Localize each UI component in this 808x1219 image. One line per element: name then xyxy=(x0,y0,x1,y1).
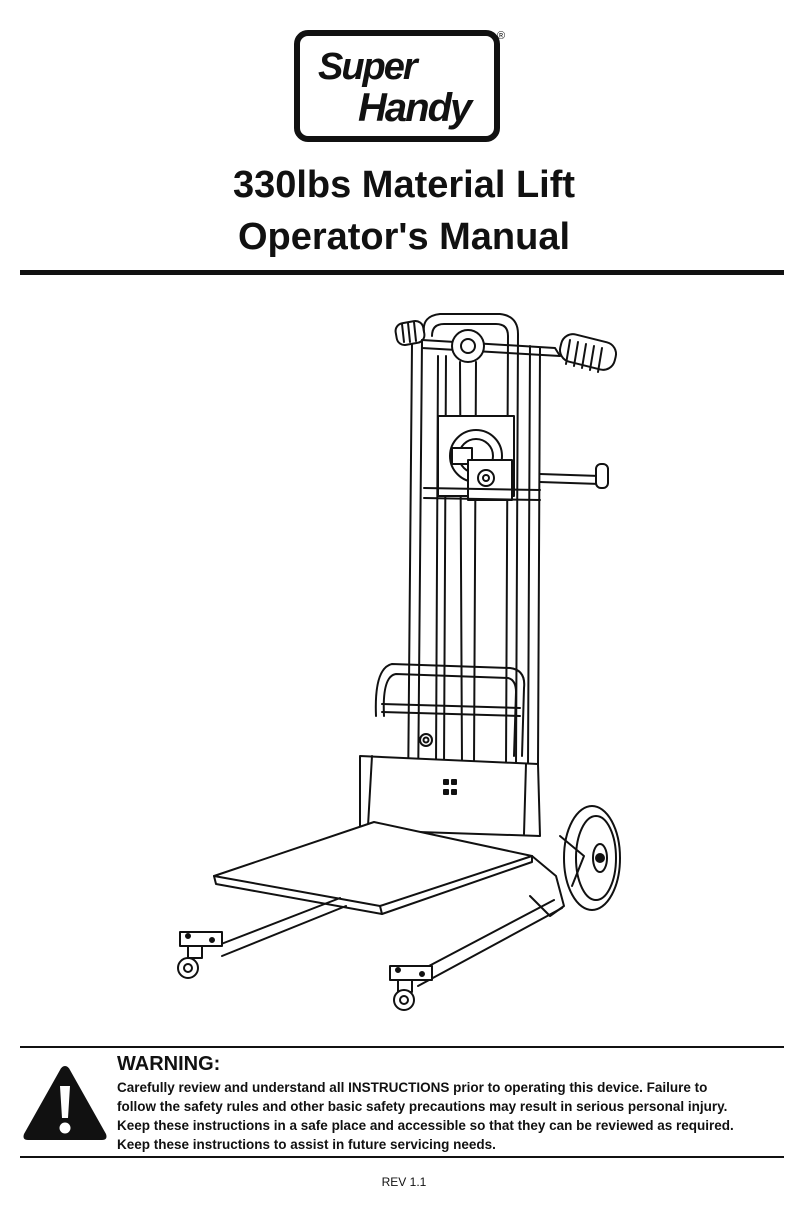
material-lift-illustration xyxy=(177,313,621,1011)
warning-line: Keep these instructions in a safe place … xyxy=(117,1118,734,1133)
brand-logo-line1: Super xyxy=(318,46,418,88)
brand-logo-line2: Handy xyxy=(358,86,472,130)
warning-line: Carefully review and understand all INST… xyxy=(117,1080,708,1095)
warning-triangle-icon xyxy=(23,1066,107,1140)
registered-mark: ® xyxy=(497,30,506,42)
warning-line: Keep these instructions to assist in fut… xyxy=(117,1137,496,1152)
revision-label: REV 1.1 xyxy=(381,1175,427,1189)
warning-heading: WARNING: xyxy=(117,1053,221,1075)
warning-line: follow the safety rules and other basic … xyxy=(117,1099,728,1114)
header-divider xyxy=(20,270,784,275)
warning-bottom-divider xyxy=(20,1156,784,1158)
document-subtitle: Operator's Manual xyxy=(237,216,571,258)
warning-text: Carefully review and understand all INST… xyxy=(117,1078,797,1154)
brand-logo: Super Handy xyxy=(294,30,500,142)
document-title: 330lbs Material Lift xyxy=(232,164,576,206)
warning-top-divider xyxy=(20,1046,784,1048)
